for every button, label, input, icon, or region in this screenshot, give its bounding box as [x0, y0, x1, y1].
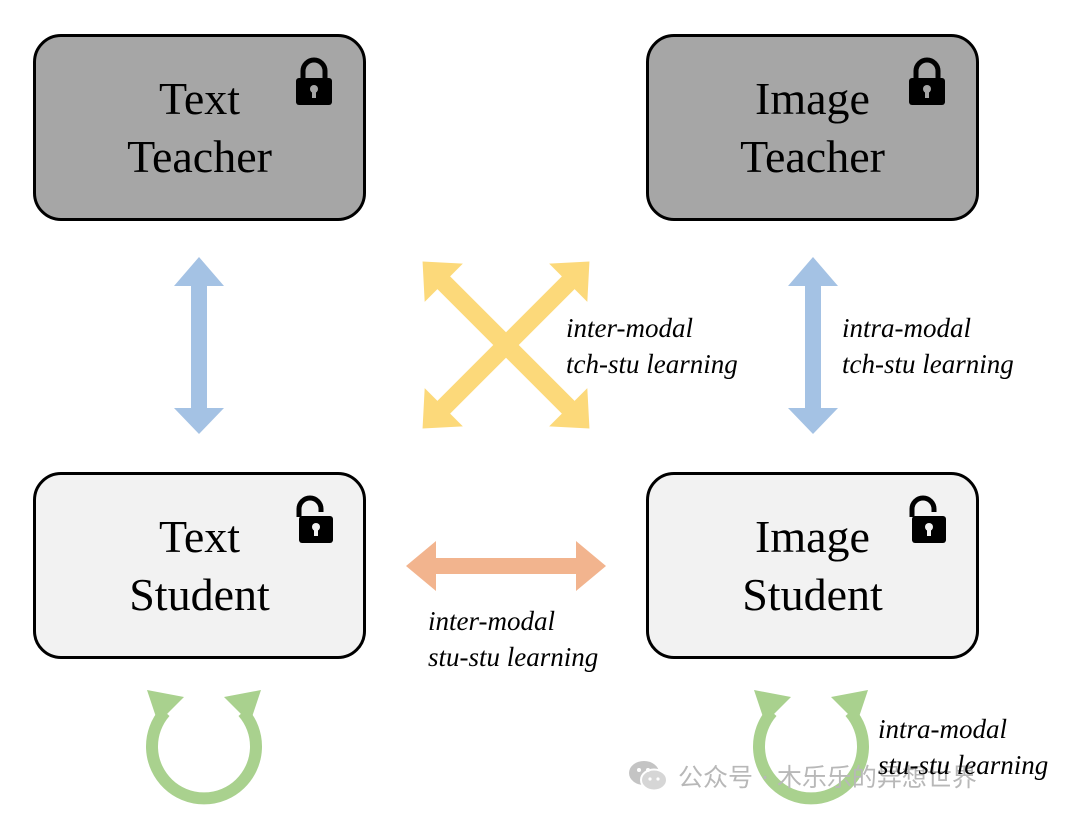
- image-teacher-box: Image Teacher: [646, 34, 979, 221]
- intra-modal-stu-stu-loop-right: [753, 690, 869, 805]
- inter-modal-tch-stu-arrow-diagonal-2: [422, 261, 590, 429]
- text-teacher-title: Text Teacher: [127, 72, 272, 182]
- inter-modal-tch-stu-label: inter-modal tch-stu learning: [566, 313, 738, 379]
- image-student-box: Image Student: [646, 472, 979, 659]
- watermark: 公众号 · 木乐乐的异想世界: [628, 758, 977, 794]
- locked-padlock-icon: [906, 57, 948, 107]
- image-student-title: Image Student: [742, 510, 883, 620]
- inter-modal-stu-stu-arrow: [406, 541, 606, 591]
- intra-modal-tch-stu-label: intra-modal tch-stu learning: [842, 313, 1014, 379]
- text-teacher-box: Text Teacher: [33, 34, 366, 221]
- intra-modal-stu-stu-label: intra-modal stu-stu learning: [878, 714, 1049, 780]
- unlocked-padlock-icon: [293, 495, 335, 545]
- intra-modal-tch-stu-arrow-left: [174, 257, 224, 434]
- unlocked-padlock-icon: [906, 495, 948, 545]
- image-teacher-title: Image Teacher: [740, 72, 885, 182]
- wechat-icon: [629, 761, 668, 792]
- inter-modal-stu-stu-label: inter-modal stu-stu learning: [428, 606, 599, 672]
- intra-modal-stu-stu-loop-left: [146, 690, 262, 805]
- text-student-box: Text Student: [33, 472, 366, 659]
- intra-modal-tch-stu-arrow-right: [788, 257, 838, 434]
- watermark-text: 公众号 · 木乐乐的异想世界: [678, 763, 977, 792]
- text-student-title: Text Student: [129, 510, 270, 620]
- inter-modal-tch-stu-cross-arrows: [422, 261, 590, 429]
- locked-padlock-icon: [293, 57, 335, 107]
